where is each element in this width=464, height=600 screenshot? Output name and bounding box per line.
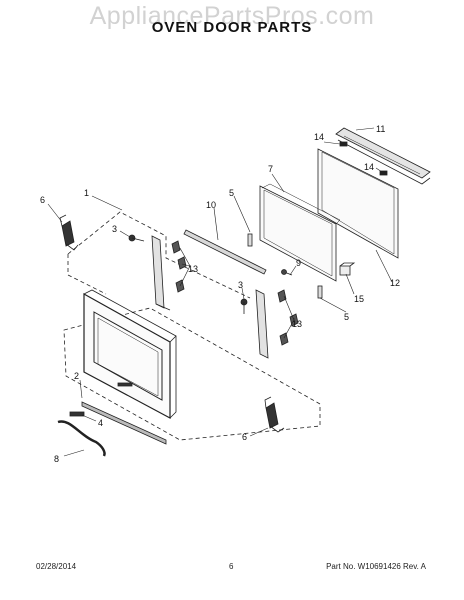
callout-3b: 3	[238, 280, 243, 290]
watermark: AppliancePartsPros.com	[89, 2, 375, 30]
right-side-channel	[255, 289, 269, 359]
callout-12: 12	[390, 278, 400, 288]
part-5-clip-a	[247, 233, 253, 247]
callout-2: 2	[74, 371, 79, 381]
part-13-bracket-group-left	[171, 240, 187, 293]
footer-part-number: Part No. W10691426 Rev. A	[326, 562, 426, 571]
part-15-bumper	[339, 262, 356, 276]
left-side-channel	[151, 235, 171, 311]
part-7-inner-glass	[259, 183, 341, 282]
callout-14b: 14	[364, 162, 374, 172]
door-body-dashed-outline	[63, 307, 321, 441]
callout-7: 7	[268, 164, 273, 174]
callout-15: 15	[354, 294, 364, 304]
callout-9: 9	[296, 258, 301, 268]
part-14-tab-b	[379, 170, 388, 176]
callout-8: 8	[54, 454, 59, 464]
callout-leader-lines	[47, 127, 393, 457]
part-12-outer-glass	[317, 148, 399, 259]
part-8-gasket	[57, 420, 106, 457]
part-11-vent-trim	[335, 127, 431, 185]
footer-page-number: 6	[229, 562, 234, 571]
callout-3a: 3	[112, 224, 117, 234]
callout-13b: 13	[292, 319, 302, 329]
callout-6b: 6	[242, 432, 247, 442]
part-6-hinge-right	[264, 396, 285, 433]
callout-11: 11	[376, 124, 385, 134]
part-1-door-frame-outline	[67, 211, 251, 299]
page-title: OVEN DOOR PARTS	[151, 19, 313, 36]
part-2-outer-door-panel	[83, 289, 177, 420]
footer-date: 02/28/2014	[36, 562, 77, 571]
callout-4: 4	[98, 418, 103, 428]
part-3-screw-a	[128, 234, 145, 242]
part-14-tab-a	[339, 141, 348, 147]
callout-5b: 5	[344, 312, 349, 322]
part-10-rail	[183, 229, 267, 275]
callout-1: 1	[84, 188, 89, 198]
callout-13a: 13	[188, 264, 198, 274]
callout-5a: 5	[229, 188, 234, 198]
part-13-bracket-group-right	[277, 289, 299, 346]
callout-6a: 6	[40, 195, 45, 205]
door-badge	[117, 382, 133, 387]
callout-14a: 14	[314, 132, 324, 142]
part-3-screw-b	[240, 298, 248, 314]
part-5-clip-b	[317, 285, 323, 299]
callout-10: 10	[206, 200, 216, 210]
part-6-hinge-left	[59, 214, 79, 251]
part-4-lower-vent-strip	[69, 401, 167, 445]
